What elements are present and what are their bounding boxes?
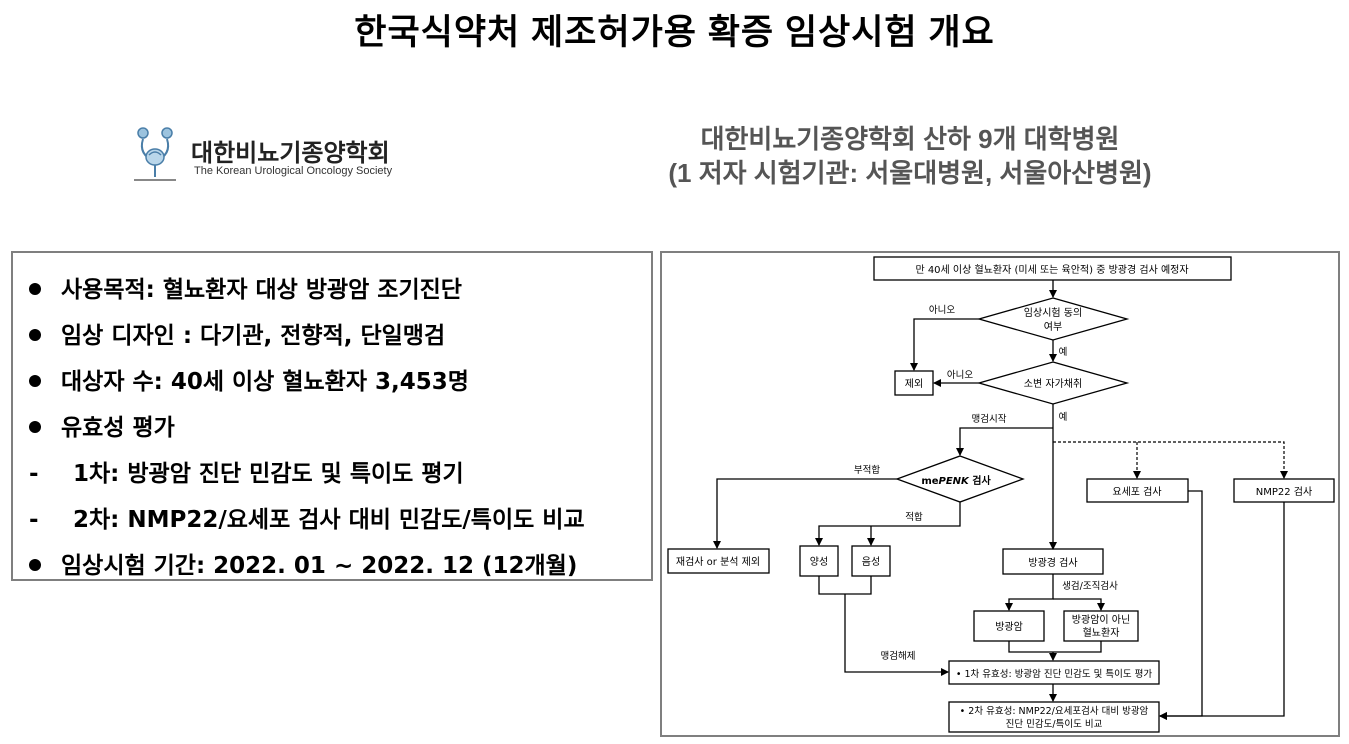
flow-penk-text: mePENK 검사 xyxy=(921,474,991,487)
society-emblem-icon xyxy=(134,127,176,181)
summary-item-text: 유효성 평가 xyxy=(61,415,175,441)
logo-english-name: The Korean Urological Oncology Society xyxy=(194,165,393,177)
summary-item-text: 대상자 수: 40세 이상 혈뇨환자 3,453명 xyxy=(61,369,469,395)
flow-primary-text: • 1차 유효성: 방광암 진단 민감도 및 특이도 평가 xyxy=(956,668,1153,680)
trial-summary-box: 사용목적: 혈뇨환자 대상 방광암 조기진단 임상 디자인 : 다기관, 전향적… xyxy=(11,251,653,581)
flow-noncancer-text-2: 혈뇨환자 xyxy=(1083,626,1120,639)
flow-no-label-1: 아니오 xyxy=(929,305,955,316)
flow-no-label-2: 아니오 xyxy=(947,370,973,381)
society-logo: 대한비뇨기종양학회 The Korean Urological Oncology… xyxy=(128,125,400,187)
summary-item-text: 임상 디자인 : 다기관, 전향적, 단일맹검 xyxy=(61,323,446,349)
summary-item: 대상자 수: 40세 이상 혈뇨환자 3,453명 xyxy=(29,362,469,396)
flow-nmp22-text: NMP22 검사 xyxy=(1256,486,1312,498)
summary-item: 임상 디자인 : 다기관, 전향적, 단일맹검 xyxy=(29,316,445,350)
flow-exclude-text: 제외 xyxy=(905,378,923,390)
flow-blind-start-label: 맹검시작 xyxy=(972,413,1007,425)
flow-unsuitable-label: 부적합 xyxy=(854,464,880,476)
summary-item: 유효성 평가 xyxy=(29,408,175,442)
flow-retest-text: 재검사 or 분석 제외 xyxy=(676,556,760,568)
bullet-icon xyxy=(29,282,41,295)
hospital-line-1: 대한비뇨기종양학회 산하 9개 대학병원 xyxy=(700,124,1120,154)
summary-item: 사용목적: 혈뇨환자 대상 방광암 조기진단 xyxy=(29,270,462,304)
hospital-info: 대한비뇨기종양학회 산하 9개 대학병원 (1 저자 시험기관: 서울대병원, … xyxy=(560,122,1260,190)
page-title: 한국식약처 제조허가용 확증 임상시험 개요 xyxy=(354,13,995,52)
summary-subitem: - 1차: 방광암 진단 민감도 및 특이도 평기 xyxy=(29,454,464,488)
flow-consent-text-2: 여부 xyxy=(1044,321,1062,333)
summary-item: 임상시험 기간: 2022. 01 ~ 2022. 12 (12개월) xyxy=(29,546,577,580)
bullet-icon xyxy=(29,420,41,433)
flow-yes-label-2: 예 xyxy=(1059,412,1068,423)
flow-secondary-text-2: 진단 민감도/특이도 비교 xyxy=(1006,718,1103,730)
summary-item-text: 2차: NMP22/요세포 검사 대비 민감도/특이도 비교 xyxy=(73,507,585,533)
bullet-icon xyxy=(29,558,41,571)
flow-cytology-text: 요세포 검사 xyxy=(1112,486,1161,498)
flow-negative-text: 음성 xyxy=(862,556,880,568)
hospital-line-2: (1 저자 시험기관: 서울대병원, 서울아산병원) xyxy=(668,158,1152,188)
flow-consent-text-1: 임상시험 동의 xyxy=(1024,306,1082,319)
logo-korean-name: 대한비뇨기종양학회 xyxy=(191,139,390,167)
dash-marker: - xyxy=(29,507,39,533)
flow-secondary-text-1: • 2차 유효성: NMP22/요세포검사 대비 방광암 xyxy=(960,705,1149,717)
flow-noncancer-text-1: 방광암이 아닌 xyxy=(1072,614,1130,626)
flowchart-frame xyxy=(660,251,1340,737)
summary-subitem: - 2차: NMP22/요세포 검사 대비 민감도/특이도 비교 xyxy=(29,500,585,534)
flow-urine-text: 소변 자가채취 xyxy=(1024,378,1082,390)
flow-suitable-label: 적합 xyxy=(905,511,923,523)
flow-start-text: 만 40세 이상 혈뇨환자 (미세 또는 육안적) 중 방광경 검사 예정자 xyxy=(915,263,1188,276)
bullet-icon xyxy=(29,328,41,341)
flow-biopsy-label: 생검/조직검사 xyxy=(1062,580,1118,592)
flow-cancer-text: 방광암 xyxy=(995,621,1023,633)
summary-item-text: 1차: 방광암 진단 민감도 및 특이도 평기 xyxy=(73,461,464,487)
summary-item-text: 임상시험 기간: 2022. 01 ~ 2022. 12 (12개월) xyxy=(61,553,578,579)
flow-cystoscopy-text: 방광경 검사 xyxy=(1028,556,1077,569)
flow-yes-label-1: 예 xyxy=(1059,347,1068,358)
flow-unblind-label: 맹검해제 xyxy=(881,650,916,662)
bullet-icon xyxy=(29,374,41,387)
summary-item-text: 사용목적: 혈뇨환자 대상 방광암 조기진단 xyxy=(61,277,462,303)
dash-marker: - xyxy=(29,461,39,487)
flow-positive-text: 양성 xyxy=(810,556,828,568)
